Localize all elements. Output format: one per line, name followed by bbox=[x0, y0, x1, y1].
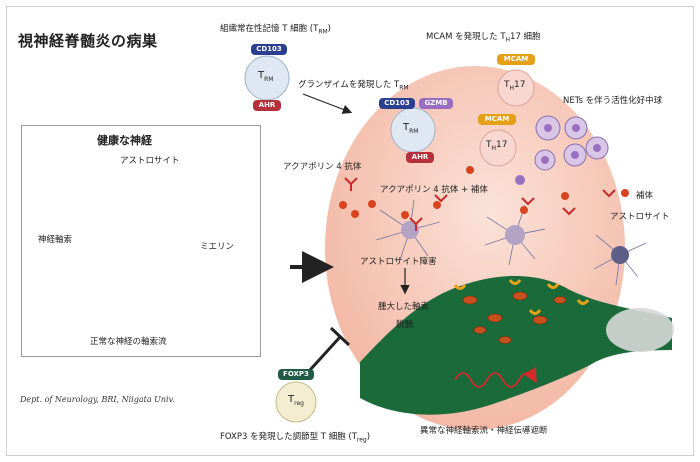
aqp4-antibody-label: アクアポリン 4 抗体 bbox=[283, 162, 362, 172]
axon-label: 神経軸索 bbox=[38, 235, 73, 245]
healthy-nerve-panel bbox=[21, 125, 261, 357]
mcam-label-1: MCAM bbox=[497, 54, 535, 65]
th17-cell-label-1: TH17 bbox=[504, 80, 526, 92]
aquaporin-lesion bbox=[453, 279, 590, 315]
myelin-sheath-right bbox=[606, 308, 674, 352]
figure-title: 視神経脊髄炎の病巣 bbox=[18, 32, 158, 50]
myelin-label: ミエリン bbox=[200, 242, 235, 252]
ahr-label: AHR bbox=[253, 100, 281, 111]
astrocyte-lesion bbox=[375, 199, 647, 286]
treg-cell-label: Treg bbox=[288, 394, 304, 407]
astrocyte-label: アストロサイト bbox=[120, 156, 180, 166]
complement-label: 補体 bbox=[636, 191, 654, 201]
healthy-panel-title: 健康な神経 bbox=[97, 134, 152, 147]
mitochondria-swollen bbox=[462, 291, 567, 344]
aqp4-complement-label: アクアポリン 4 抗体 + 補体 bbox=[380, 185, 488, 195]
th17-cell-2 bbox=[479, 129, 517, 167]
credit-text: Dept. of Neurology, BRI, Niigata Univ. bbox=[20, 395, 175, 404]
gzmb-trm-cell-label: TRM bbox=[403, 122, 419, 135]
demyelination-label: 脱髄 bbox=[396, 320, 414, 330]
gzmb-label: GZMB bbox=[419, 98, 453, 109]
normal-flow-label: 正常な神経の軸索流 bbox=[90, 337, 167, 347]
astro-damage-label: アストロサイト障害 bbox=[360, 257, 437, 267]
abnormal-flow-label: 異常な神経軸索流・神経伝導遮断 bbox=[420, 426, 548, 436]
cd103-label-2: CD103 bbox=[379, 98, 415, 109]
th17-cell-label-2: TH17 bbox=[486, 140, 508, 152]
mitochondria-label: ミトコンドリア bbox=[92, 278, 152, 288]
mcam-label-2: MCAM bbox=[478, 114, 516, 125]
damaged-axon bbox=[360, 275, 672, 415]
th17-cell-1 bbox=[497, 69, 535, 107]
treg-inhibition bbox=[308, 335, 342, 372]
treg-title: FOXP3 を発現した調節型 T 細胞 (Treg) bbox=[220, 432, 371, 444]
trm-cell-label: TRM bbox=[258, 70, 274, 83]
gzmb-trm-title: グランザイムを発現した TRM bbox=[298, 80, 409, 92]
foxp3-label: FOXP3 bbox=[278, 369, 314, 380]
ahr-label-2: AHR bbox=[406, 152, 434, 163]
trm-title: 組織常在性記憶 T 細胞 (TRM) bbox=[220, 24, 331, 36]
astrocyte-right-label: アストロサイト bbox=[610, 212, 670, 222]
treg-cell bbox=[275, 381, 317, 423]
cd103-label: CD103 bbox=[251, 44, 287, 55]
antibody-icons bbox=[344, 177, 616, 231]
trm-arrow bbox=[302, 93, 353, 114]
th17-title: MCAM を発現した TH17 細胞 bbox=[426, 32, 541, 44]
nets-label: NETs を伴う活性化好中球 bbox=[563, 96, 663, 106]
complement-dots bbox=[339, 166, 629, 219]
swollen-axon-label: 腫大した軸索 bbox=[378, 302, 430, 312]
abnormal-flow-arrow bbox=[454, 367, 537, 388]
